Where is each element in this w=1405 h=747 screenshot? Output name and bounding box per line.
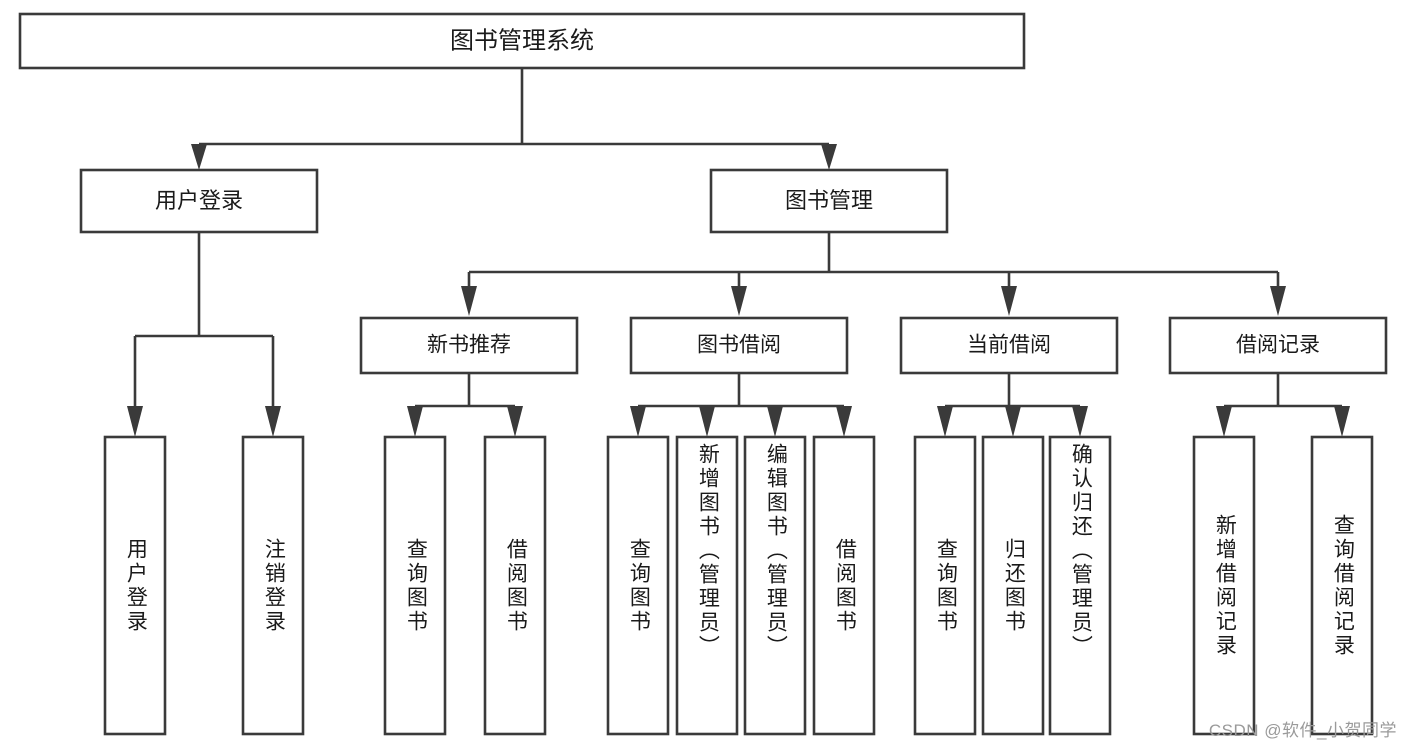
arrow-head-bookborrow-leaf-4 <box>836 406 852 437</box>
leaf-box-borrow-record-1[interactable] <box>1192 435 1256 736</box>
arrow-head-currentborrow-leaf-2 <box>1005 406 1021 437</box>
node-user-login-box[interactable] <box>79 168 319 234</box>
connector-layer <box>127 68 1350 437</box>
arrow-head-to-current-borrow <box>1001 286 1017 316</box>
arrow-head-bookborrow-leaf-2 <box>699 406 715 437</box>
arrow-head-to-book-borrow <box>731 286 747 316</box>
node-current-borrow-label: 当前借阅 <box>967 334 1051 357</box>
arrow-head-to-borrow-record <box>1270 286 1286 316</box>
leaf-box-book-borrow-2[interactable] <box>675 435 739 736</box>
arrow-head-user-login-leaf-1 <box>127 406 143 437</box>
leaf-box-current-borrow-2[interactable] <box>981 435 1045 736</box>
arrow-head-to-new-book <box>461 286 477 316</box>
leaf-box-borrow-record-2[interactable] <box>1310 435 1374 736</box>
arrow-head-to-book-mgmt <box>821 144 837 170</box>
node-root-box[interactable] <box>18 12 1026 70</box>
node-borrow-record-box[interactable] <box>1168 316 1388 375</box>
arrow-head-borrowrecord-leaf-2 <box>1334 406 1350 437</box>
node-book-borrow-label: 图书借阅 <box>697 334 781 357</box>
arrow-head-currentborrow-leaf-1 <box>937 406 953 437</box>
arrow-head-bookborrow-leaf-1 <box>630 406 646 437</box>
leaf-box-user-login-1[interactable] <box>103 435 167 736</box>
leaf-box-book-borrow-1[interactable] <box>606 435 670 736</box>
arrow-head-newbook-leaf-2 <box>507 406 523 437</box>
node-book-mgmt-box[interactable] <box>709 168 949 234</box>
leaf-box-book-borrow-3[interactable] <box>743 435 807 736</box>
node-layer: 图书管理系统 用户登录 图书管理 新书推荐 图书借阅 当前借阅 借阅记录 <box>18 12 1388 736</box>
arrow-head-borrowrecord-leaf-1 <box>1216 406 1232 437</box>
arrow-head-currentborrow-leaf-3 <box>1072 406 1088 437</box>
node-book-borrow-box[interactable] <box>629 316 849 375</box>
arrow-head-user-login-leaf-2 <box>265 406 281 437</box>
node-borrow-record-label: 借阅记录 <box>1236 334 1320 357</box>
csdn-watermark: CSDN @软件_小贺同学 <box>1208 721 1397 740</box>
node-root-label: 图书管理系统 <box>450 27 594 54</box>
leaf-box-new-book-1[interactable] <box>383 435 447 736</box>
leaf-box-current-borrow-1[interactable] <box>913 435 977 736</box>
node-new-book-box[interactable] <box>359 316 579 375</box>
leaf-box-user-login-2[interactable] <box>241 435 305 736</box>
arrow-head-bookborrow-leaf-3 <box>767 406 783 437</box>
node-new-book-label: 新书推荐 <box>427 334 511 357</box>
leaf-box-current-borrow-3[interactable] <box>1048 435 1112 736</box>
node-book-mgmt-label: 图书管理 <box>785 188 873 213</box>
arrow-head-to-user-login <box>191 144 207 170</box>
node-current-borrow-box[interactable] <box>899 316 1119 375</box>
node-user-login-label: 用户登录 <box>155 188 243 213</box>
leaf-box-new-book-2[interactable] <box>483 435 547 736</box>
leaf-box-book-borrow-4[interactable] <box>812 435 876 736</box>
arrow-head-newbook-leaf-1 <box>407 406 423 437</box>
